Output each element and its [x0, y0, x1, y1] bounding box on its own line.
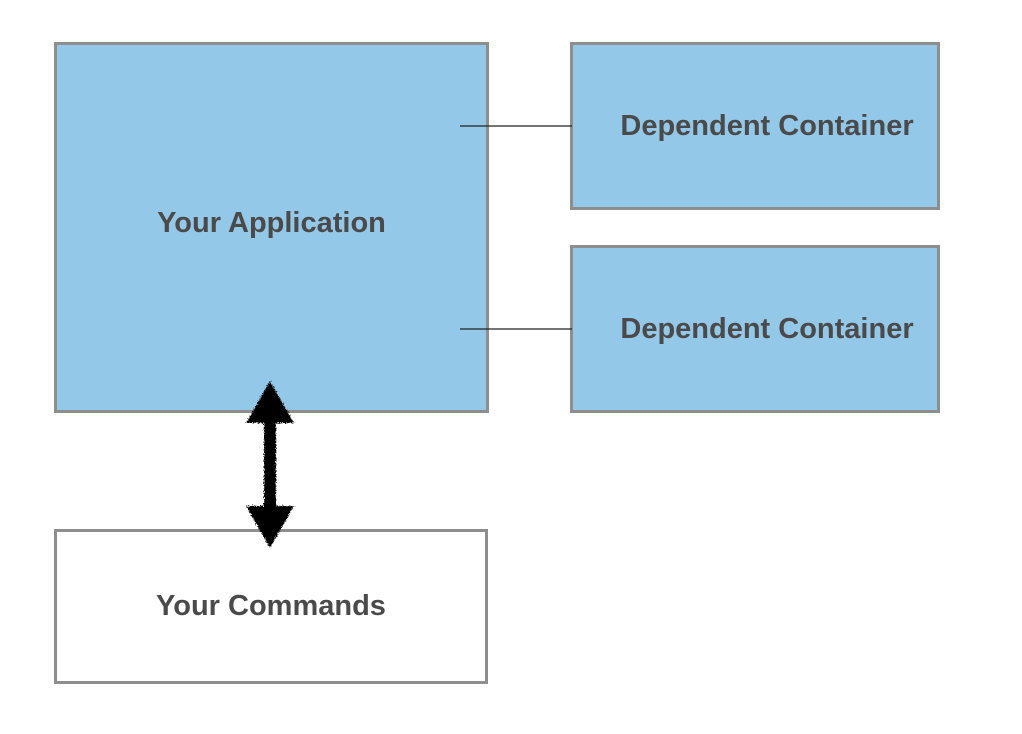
commands-label: Your Commands — [156, 590, 386, 622]
dependent-container-label: Dependent Container — [620, 109, 914, 142]
dependent-container-box: Dependent Container — [570, 245, 940, 413]
dependent-container-label: Dependent Container — [620, 312, 914, 345]
application-box: Your Application — [54, 42, 489, 413]
arrow-shaft — [264, 418, 276, 510]
application-label: Your Application — [157, 207, 386, 239]
dependent-container-box: Dependent Container — [570, 42, 940, 210]
commands-box: Your Commands — [54, 529, 488, 684]
